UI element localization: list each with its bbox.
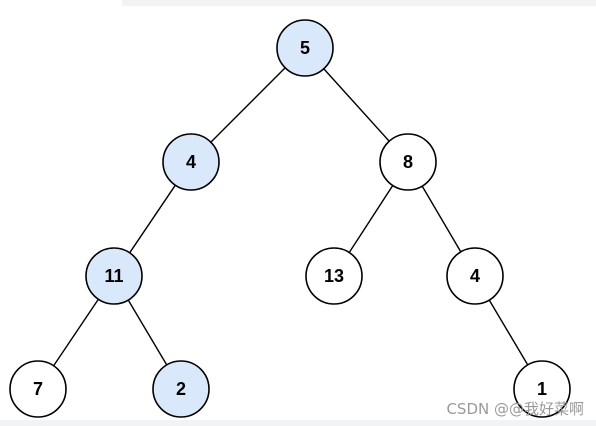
- tree-node-n11: 11: [85, 247, 143, 305]
- edges-layer: [53, 67, 529, 367]
- nodes-layer: 5 4 8 11 13 4 7 2 1: [9, 19, 571, 418]
- tree-edge-n8-n13: [348, 185, 394, 253]
- tree-node-n5: 5: [276, 19, 334, 77]
- tree-node-n2: 2: [152, 360, 210, 418]
- tree-edge-n4a-n11: [129, 184, 176, 254]
- node-circle: [305, 247, 363, 305]
- node-label: 8: [403, 152, 413, 172]
- csdn-watermark: CSDN @@我好菜啊: [446, 400, 584, 418]
- top-border-strip: [122, 0, 596, 6]
- node-label: 2: [176, 379, 186, 399]
- node-label: 1: [537, 379, 547, 399]
- node-label: 7: [33, 379, 43, 399]
- tree-node-n4b: 4: [446, 247, 504, 305]
- tree-edge-n4b-n1: [488, 299, 529, 366]
- node-label: 13: [324, 266, 344, 286]
- node-circle: [446, 247, 504, 305]
- tree-edge-n5-n4a: [210, 67, 286, 143]
- tree-node-n4a: 4: [162, 133, 220, 191]
- tree-node-n1: 1: [513, 360, 571, 418]
- node-label: 4: [470, 266, 480, 286]
- tree-edge-n5-n8: [323, 68, 390, 142]
- tree-edge-n11-n7: [53, 298, 99, 367]
- bottom-border-strip: [0, 420, 596, 426]
- tree-edge-n8-n4b: [421, 185, 462, 253]
- node-circle: [513, 360, 571, 418]
- tree-node-n8: 8: [379, 133, 437, 191]
- tree-node-n13: 13: [305, 247, 363, 305]
- tree-edge-n11-n2: [127, 299, 168, 366]
- node-circle: [379, 133, 437, 191]
- node-circle: [152, 360, 210, 418]
- node-label: 4: [186, 152, 196, 172]
- node-label: 5: [300, 38, 310, 58]
- node-circle: [9, 360, 67, 418]
- node-circle: [162, 133, 220, 191]
- tree-node-n7: 7: [9, 360, 67, 418]
- node-label: 11: [104, 266, 123, 286]
- node-circle: [85, 247, 143, 305]
- node-circle: [276, 19, 334, 77]
